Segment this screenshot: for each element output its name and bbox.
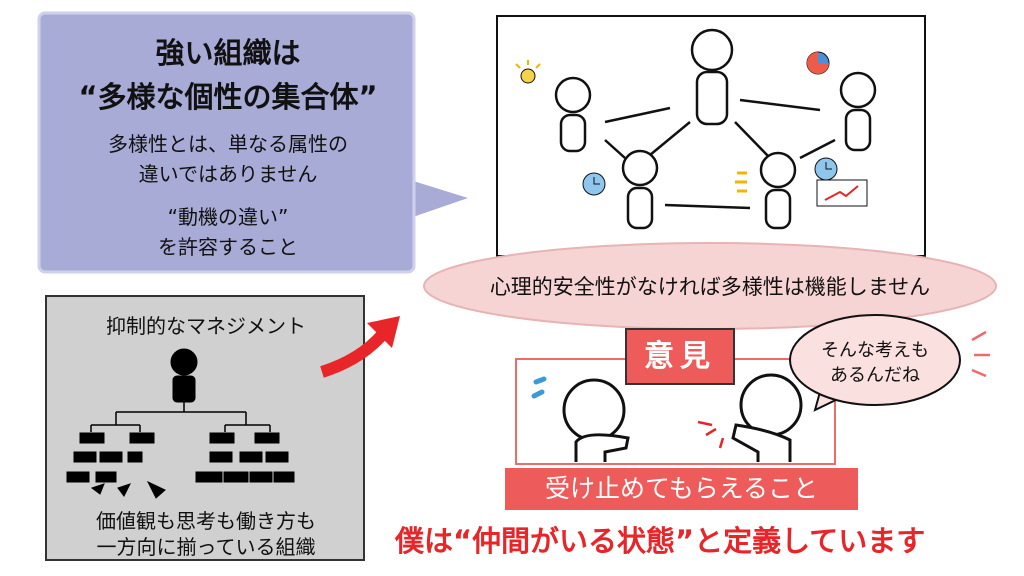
speech-text: そんな考えも あるんだね	[795, 338, 955, 388]
listening-people	[562, 373, 803, 462]
accepted-banner: 受け止めてもらえること	[505, 468, 858, 510]
speech-bubble	[789, 314, 961, 412]
speech-line-2: あるんだね	[830, 365, 920, 386]
person-icon	[621, 149, 659, 230]
opinion-label: 意見	[625, 328, 735, 385]
motive-text-line-1: “動機の違い”	[167, 205, 289, 229]
motive-text-line-2: を許容すること	[158, 235, 298, 259]
suppressive-panel-box	[45, 295, 365, 561]
person-icon	[690, 28, 734, 126]
growth-chart-icon	[816, 179, 868, 207]
person-icon	[759, 151, 797, 230]
diversity-text-line-2: 違いではありません	[138, 162, 318, 186]
conclusion-text: 僕は“仲間がいる状態”と定義しています	[395, 524, 926, 558]
person-icon	[839, 71, 877, 152]
speech-line-1: そんな考えも	[821, 340, 929, 361]
sweat-drops-icon	[531, 376, 547, 399]
motion-lines-icon	[697, 420, 725, 449]
diversity-text-line-1: 多様性とは、単なる属性の	[108, 132, 348, 156]
psych-safety-text: 心理的安全性がなければ多様性は機能しません	[489, 275, 931, 299]
hierarchy-icon	[66, 348, 295, 499]
main-title-line-2: “多様な個性の集合体”	[78, 80, 378, 114]
clock-icon	[582, 172, 606, 196]
emphasis-marks-icon	[971, 330, 990, 378]
pie-chart-icon	[806, 51, 830, 75]
person-icon	[554, 76, 592, 153]
suppressive-title: 抑制的なマネジメント	[106, 314, 306, 338]
main-title-line-1: 強い組織は	[155, 36, 301, 70]
lightbulb-icon	[515, 60, 541, 84]
suppressive-caption-line-2: 一方向に揃っている組織	[96, 535, 316, 559]
suppressive-caption-line-1: 価値観も思考も働き方も	[96, 509, 316, 533]
red-arrow-icon	[320, 316, 400, 378]
clock-icon	[814, 157, 838, 181]
purple-speech-box	[37, 11, 468, 274]
network-diagram	[554, 28, 877, 230]
emphasis-marks-icon	[735, 171, 747, 193]
